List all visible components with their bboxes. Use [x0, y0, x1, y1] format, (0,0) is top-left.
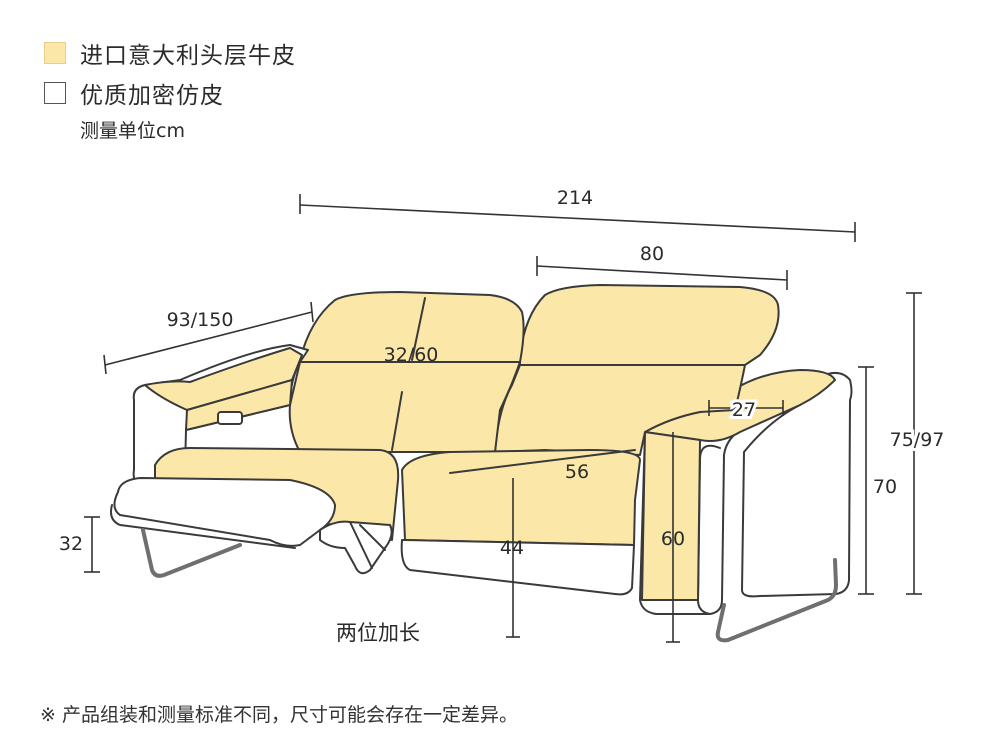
faux-label: 优质加密仿皮	[80, 83, 224, 109]
legend-faux-leather: 优质加密仿皮	[44, 76, 224, 110]
left-footrest	[113, 477, 336, 547]
dim-backrest: 32/60	[384, 344, 439, 366]
leather-swatch	[44, 42, 66, 64]
left-backrest-top	[299, 291, 525, 363]
dim-total-width: 214	[557, 187, 593, 209]
left-metal-leg	[141, 528, 242, 578]
right-seat-front	[400, 539, 635, 596]
left-armrest-front	[185, 379, 293, 431]
dim-footrest-height: 32	[59, 533, 83, 555]
dim-total-height: 75/97	[890, 429, 945, 451]
diagram-caption: 两位加长	[336, 621, 420, 645]
right-armrest-front	[641, 431, 701, 601]
footnote: ※ 产品组装和测量标准不同，尺寸可能会存在一定差异。	[40, 704, 518, 726]
dim-seat-depth: 56	[565, 461, 589, 483]
leather-label: 进口意大利头层牛皮	[80, 43, 296, 69]
faux-swatch	[44, 82, 66, 104]
usb-port	[217, 411, 243, 425]
dim-seat-width: 80	[640, 243, 664, 265]
right-metal-leg	[715, 558, 838, 643]
recliner-mechanism	[319, 520, 393, 575]
legend-leather: 进口意大利头层牛皮	[44, 36, 296, 70]
dim-depth: 93/150	[167, 309, 234, 331]
dim-arm-height: 60	[661, 528, 685, 550]
unit-note: 测量单位cm	[80, 120, 185, 142]
dim-back-height: 70	[873, 476, 897, 498]
right-seat-cushion	[401, 449, 641, 546]
dim-arm-width: 27	[732, 399, 756, 421]
right-headrest	[519, 284, 780, 366]
left-backrest-lower	[288, 361, 521, 454]
dim-seat-height: 44	[500, 537, 524, 559]
